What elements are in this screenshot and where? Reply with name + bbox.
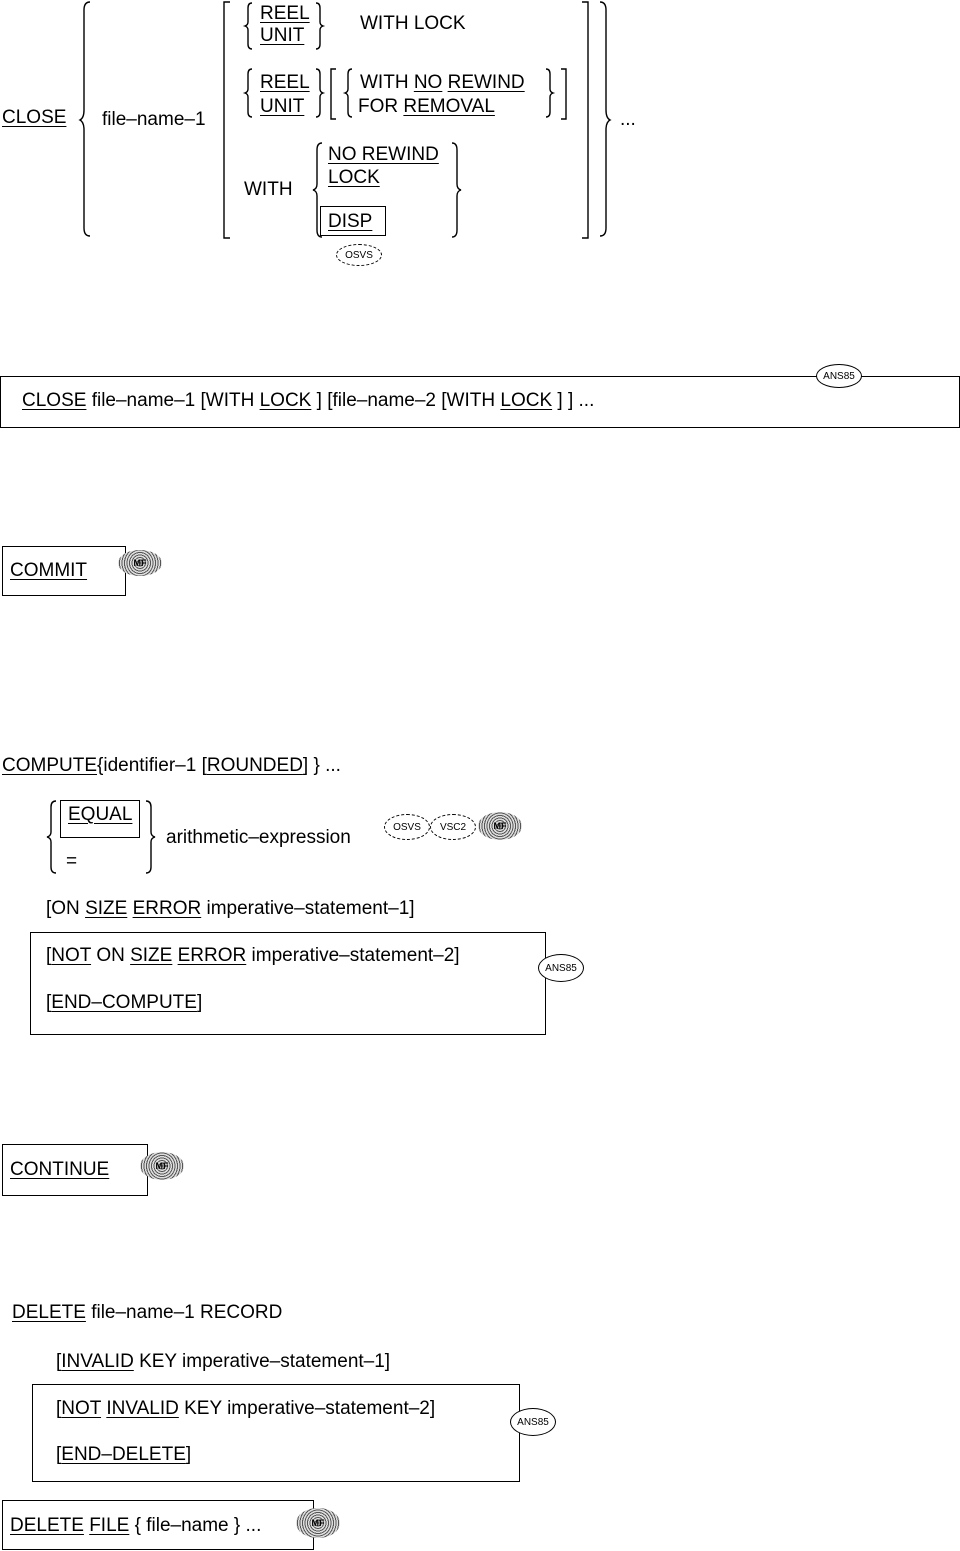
continue-verb: CONTINUE	[10, 1159, 110, 1180]
brace-open	[242, 68, 253, 118]
reel-keyword: REEL	[260, 3, 310, 24]
syntax-text: file–name–1 [WITH	[91, 390, 255, 411]
brace-close	[315, 68, 326, 118]
ellipsis: ...	[620, 109, 636, 130]
no-rewind: NO REWIND	[328, 144, 439, 165]
error-keyword: ERROR	[132, 898, 202, 919]
mf-badge: MF	[118, 550, 162, 576]
bracket-close	[561, 68, 567, 120]
mf-badge: MF	[478, 812, 522, 840]
close-ans85-syntax: CLOSE file–name–1 [WITH LOCK ] [file–nam…	[22, 391, 594, 410]
right-bracket	[582, 1, 589, 239]
close-verb: CLOSE	[2, 107, 67, 128]
syntax-text: {identifier–1 [	[97, 755, 207, 776]
syntax-text: ] [file–name–2 [WITH	[316, 390, 496, 411]
with-lock: WITH LOCK	[360, 13, 466, 34]
arithmetic-expression: arithmetic–expression	[166, 827, 351, 848]
brace-open	[312, 142, 323, 238]
mf-badge: MF	[140, 1152, 184, 1180]
close-file-name: file–name–1	[102, 109, 206, 130]
delete-verb: DELETE	[10, 1515, 84, 1536]
size-keyword: SIZE	[130, 945, 173, 966]
brace-open	[342, 68, 353, 118]
end-delete-keyword: END–DELETE	[61, 1444, 186, 1465]
reel-keyword-2: REEL	[260, 72, 310, 93]
left-bracket	[223, 1, 230, 239]
syntax-text: ] ] ...	[557, 390, 595, 411]
brace-open	[46, 800, 57, 874]
lock-keyword: LOCK	[259, 390, 312, 411]
brace-open	[242, 2, 253, 50]
invalid-keyword: INVALID	[106, 1398, 179, 1419]
disp-keyword: DISP	[328, 211, 373, 232]
not-keyword: NOT	[51, 945, 92, 966]
for-removal: FOR REMOVAL	[358, 96, 495, 117]
equal-box	[60, 800, 140, 838]
osvs-badge: OSVS	[336, 244, 382, 266]
bracket-open	[330, 68, 336, 120]
end-compute: [END–COMPUTE]	[46, 992, 203, 1013]
ans85-badge: ANS85	[816, 364, 862, 388]
unit-keyword-2: UNIT	[260, 96, 305, 117]
not-on-size-error: [NOT ON SIZE ERROR imperative–statement–…	[46, 945, 460, 966]
osvs-badge: OSVS	[384, 814, 430, 840]
right-brace	[599, 1, 612, 237]
with-no-rewind: WITH NO REWIND	[360, 72, 525, 93]
with-keyword: WITH	[244, 179, 293, 200]
size-keyword: SIZE	[85, 898, 128, 919]
ans85-badge: ANS85	[510, 1408, 556, 1436]
disp-box	[320, 206, 386, 236]
ans85-badge: ANS85	[538, 954, 584, 982]
lock-keyword: LOCK	[500, 390, 553, 411]
brace-close	[451, 142, 462, 238]
on-size-error: [ON SIZE ERROR imperative–statement–1]	[46, 898, 415, 919]
compute-line-1: COMPUTE{identifier–1 [ROUNDED] } ...	[2, 756, 341, 775]
file-keyword: FILE	[89, 1515, 130, 1536]
error-keyword: ERROR	[177, 945, 247, 966]
equal-keyword: EQUAL	[68, 804, 133, 825]
brace-close	[315, 2, 326, 50]
left-brace	[78, 1, 91, 237]
commit-verb: COMMIT	[10, 560, 88, 581]
delete-line-1: DELETE file–name–1 RECORD	[12, 1302, 283, 1323]
close-verb: CLOSE	[22, 390, 87, 411]
brace-close	[545, 68, 556, 118]
compute-verb: COMPUTE	[2, 755, 97, 776]
delete-file-syntax: DELETE FILE { file–name } ...	[10, 1515, 262, 1536]
invalid-keyword: INVALID	[61, 1351, 134, 1372]
vsc2-badge: VSC2	[430, 814, 476, 840]
not-keyword: NOT	[61, 1398, 102, 1419]
rounded-keyword: ROUNDED	[206, 755, 303, 776]
brace-close	[145, 800, 156, 874]
equals-sign: =	[66, 851, 78, 872]
unit-keyword: UNIT	[260, 25, 305, 46]
delete-verb: DELETE	[12, 1302, 86, 1323]
not-invalid-key: [NOT INVALID KEY imperative–statement–2]	[56, 1398, 436, 1419]
compute-ans85-box	[30, 932, 546, 1035]
end-delete: [END–DELETE]	[56, 1444, 192, 1465]
end-compute-keyword: END–COMPUTE	[51, 992, 197, 1013]
invalid-key: [INVALID KEY imperative–statement–1]	[56, 1351, 391, 1372]
syntax-text: ] } ...	[302, 755, 341, 776]
lock-keyword: LOCK	[328, 167, 380, 188]
mf-badge: MF	[296, 1508, 340, 1538]
